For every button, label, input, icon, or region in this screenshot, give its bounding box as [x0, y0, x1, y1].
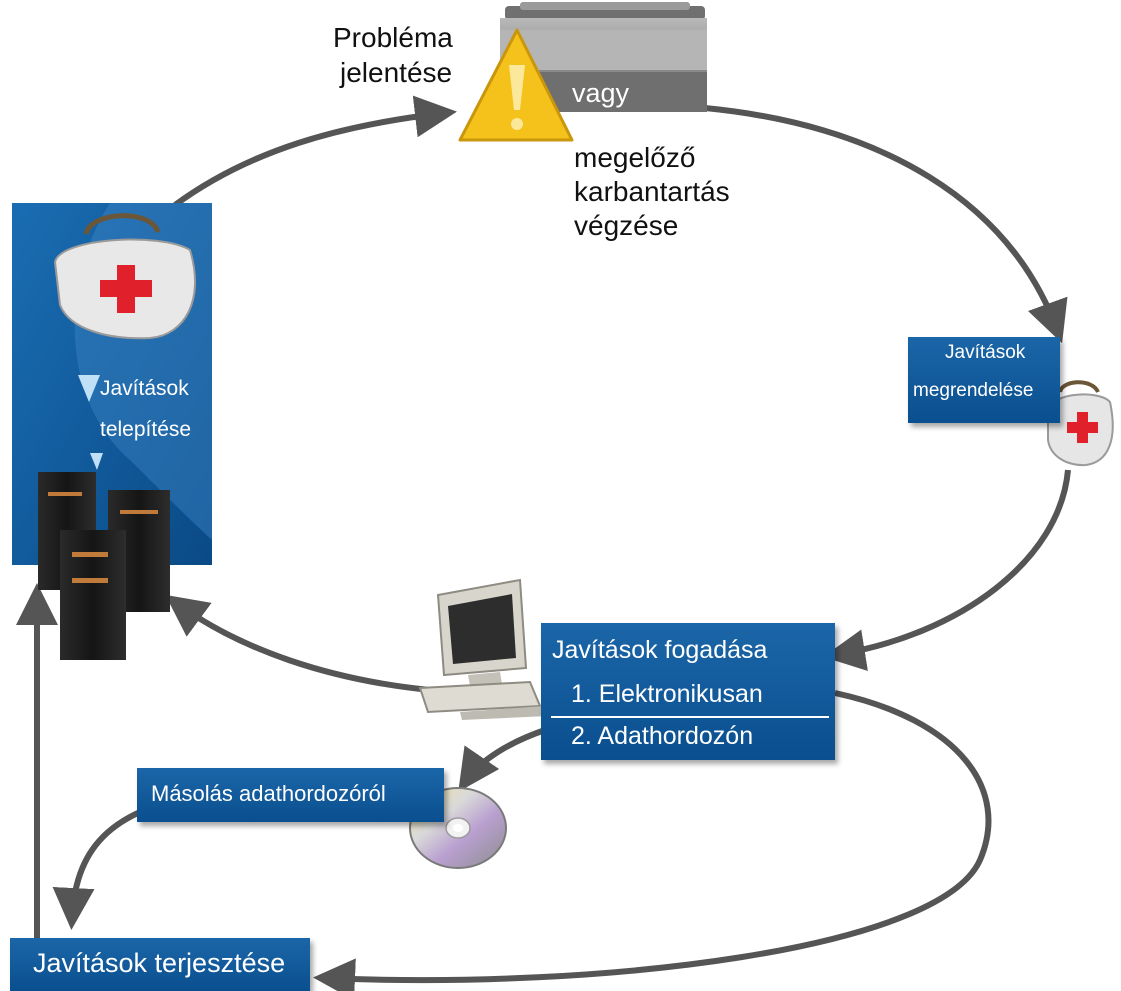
copy-from-media-box: Másolás adathordozóról: [137, 768, 444, 822]
arrow-install-to-report: [173, 95, 457, 208]
warning-icon: [458, 28, 574, 142]
install-label-line1: Javítások: [100, 377, 189, 400]
receive-box-title: Javítások fogadása: [552, 636, 768, 664]
arrow-receive-to-install: [165, 594, 431, 693]
toolbox-icon: [500, 2, 707, 112]
receive-divider: [551, 716, 829, 718]
distribute-box-label: Javítások terjesztése: [33, 948, 286, 978]
install-label-line2: telepítése: [100, 418, 192, 441]
server-icon: [38, 472, 170, 660]
first-aid-kit-icon: [53, 213, 196, 340]
computer-icon: [418, 578, 548, 720]
order-box-line2: megrendelése: [913, 380, 1034, 401]
receive-fixes-box: Javítások fogadása 1. Elektronikusan 2. …: [541, 623, 835, 760]
copy-box-label: Másolás adathordozóról: [151, 781, 386, 806]
arrow-receive-to-distribute: [313, 690, 992, 991]
maintenance-label-line2: karbantartás: [574, 176, 730, 207]
report-label-line2: jelentése: [340, 57, 453, 88]
distribute-fixes-box: Javítások terjesztése: [10, 938, 310, 991]
or-label: vagy: [572, 78, 630, 108]
receive-option-media: 2. Adathordozón: [571, 722, 754, 750]
arrow-order-to-receive: [823, 469, 1071, 671]
arrow-copy-to-distribute: [52, 809, 142, 930]
arrow-media-to-copy: [458, 727, 546, 792]
report-label-line1: Probléma: [333, 22, 453, 53]
receive-option-electronic: 1. Elektronikusan: [571, 680, 763, 708]
maintenance-label-line1: megelőző: [574, 142, 696, 173]
maintenance-label-line3: végzése: [574, 210, 679, 241]
small-first-aid-kit-icon: [1047, 380, 1114, 467]
arrow-toolbox-to-order: [704, 105, 1068, 344]
order-fixes-box: Javítások megrendelése: [908, 337, 1060, 423]
order-box-line1: Javítások: [945, 342, 1026, 363]
